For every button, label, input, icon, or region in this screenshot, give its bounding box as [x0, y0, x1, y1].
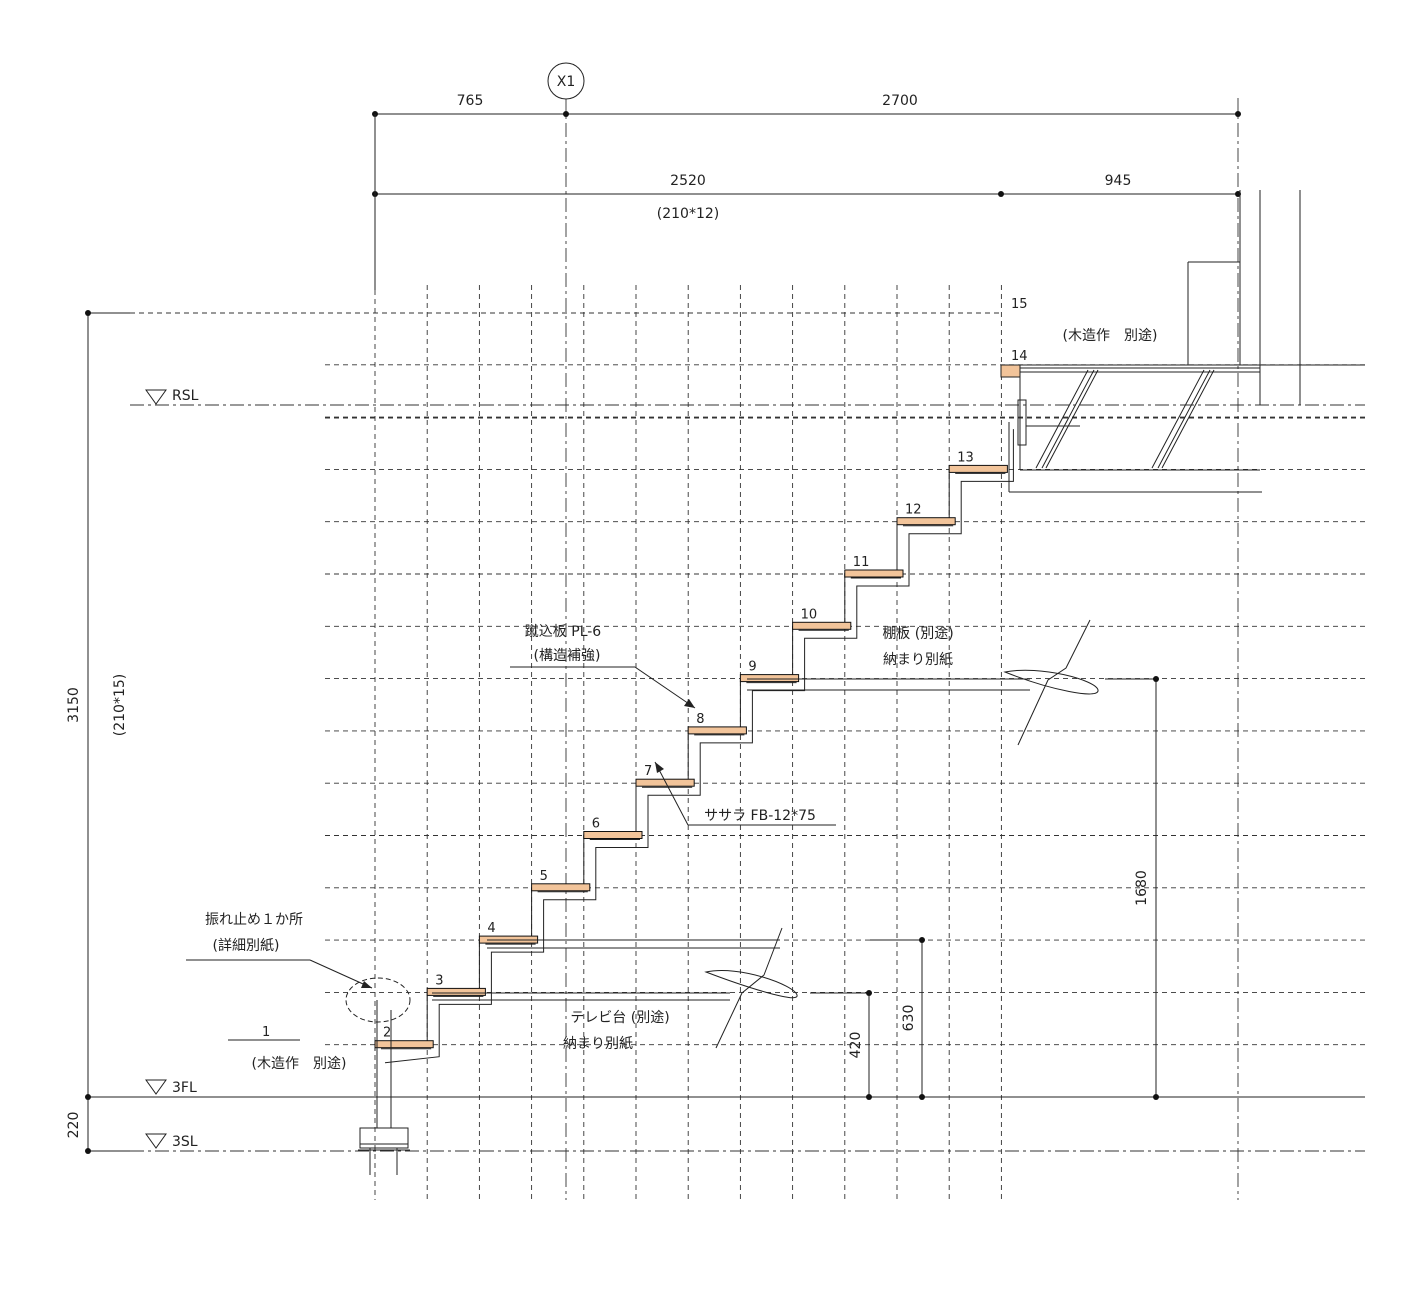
- step-number: 14: [1011, 349, 1028, 364]
- dim-210x15: (210*15): [112, 674, 128, 736]
- fl3-label: 3FL: [172, 1080, 197, 1096]
- svg-text:納まり別紙: 納まり別紙: [563, 1036, 633, 1052]
- svg-text:振れ止め１か所: 振れ止め１か所: [205, 912, 303, 928]
- step-number: 4: [487, 921, 495, 936]
- dim-2700: 2700: [882, 93, 918, 109]
- step-number: 9: [748, 660, 756, 675]
- x1-grid-bubble: X1: [547, 62, 585, 100]
- svg-text:(構造補強): (構造補強): [534, 648, 601, 664]
- shelf-height-dimensions: 420 630 1680: [848, 676, 1159, 1100]
- svg-text:蹴込板 PL-6: 蹴込板 PL-6: [525, 624, 601, 640]
- dim-220: 220: [66, 1112, 82, 1139]
- stair-tread: [531, 883, 591, 892]
- brace-note: 振れ止め１か所 (詳細別紙): [186, 912, 373, 989]
- sl3-label: 3SL: [172, 1134, 198, 1150]
- stair-tread: [426, 987, 486, 996]
- stringer-note: ササラ FB-12*75: [654, 761, 836, 826]
- shelf-board: [747, 619, 1156, 746]
- step-numbers: 2 3 4 5 6 7 8 9 10 11 12 13 1 14 15: [262, 297, 1028, 1041]
- step-number: 15: [1011, 297, 1028, 312]
- brace-detail-ellipse: [345, 977, 411, 1023]
- svg-text:ササラ FB-12*75: ササラ FB-12*75: [704, 808, 816, 824]
- stair-tread: [635, 778, 695, 787]
- note-wood-top: (木造作 別途): [1063, 327, 1158, 344]
- dim-210x12: (210*12): [657, 206, 719, 222]
- stair-tread: [739, 674, 800, 683]
- svg-text:テレビ台 (別途): テレビ台 (別途): [570, 1009, 669, 1026]
- svg-text:(詳細別紙): (詳細別紙): [213, 938, 280, 954]
- step-number: 5: [540, 869, 548, 884]
- step-number: 1: [262, 1025, 270, 1040]
- stringer-bottom-edge: [384, 429, 1014, 1064]
- x1-label: X1: [557, 74, 576, 90]
- step-number: 10: [801, 607, 818, 622]
- stair-tread: [792, 621, 852, 630]
- wood-bottom-note: (木造作 別途): [228, 1039, 347, 1072]
- tv-note: テレビ台 (別途) 納まり別紙: [563, 1009, 670, 1052]
- stair-tread: [583, 831, 643, 839]
- dim-630: 630: [901, 1005, 917, 1032]
- upper-landing: [1000, 190, 1365, 493]
- dim-945: 945: [1105, 173, 1132, 189]
- dim-765: 765: [457, 93, 484, 109]
- step-number: 11: [853, 555, 870, 570]
- top-dimension-row: 765 2700: [372, 93, 1241, 117]
- fl3-level: 3FL: [130, 1079, 1365, 1098]
- step-number: 6: [592, 817, 600, 832]
- svg-text:納まり別紙: 納まり別紙: [883, 652, 953, 668]
- stair-tread: [896, 517, 956, 526]
- stair-tread: [948, 464, 1008, 473]
- dim-3150: 3150: [66, 687, 82, 723]
- svg-text:棚板 (別途): 棚板 (別途): [882, 625, 953, 642]
- rsl-level: RSL: [130, 388, 1365, 406]
- dim-1680: 1680: [1134, 870, 1150, 906]
- shelf-note: 棚板 (別途) 納まり別紙: [882, 625, 953, 668]
- tv-stand: [432, 927, 922, 1049]
- sl3-level: 3SL: [130, 1133, 1365, 1152]
- svg-text:(木造作 別途): (木造作 別途): [252, 1055, 347, 1072]
- bottom-post: [358, 1000, 410, 1175]
- step-number: 2: [383, 1026, 391, 1041]
- left-height-dimension: 3150 (210*15) 220: [66, 310, 130, 1154]
- step-number: 3: [435, 973, 443, 988]
- riser-note: 蹴込板 PL-6 (構造補強): [510, 624, 696, 709]
- stair-tread: [687, 726, 747, 735]
- step-number: 12: [905, 503, 922, 518]
- rsl-label: RSL: [172, 388, 199, 404]
- step-number: 13: [957, 450, 974, 465]
- stair-treads: [374, 464, 1008, 1050]
- stair-tread: [844, 569, 904, 578]
- second-dimension-row: 2520 (210*12) 945: [372, 173, 1241, 222]
- dim-420: 420: [848, 1032, 864, 1059]
- stair-tread: [374, 1040, 434, 1049]
- dim-2520: 2520: [670, 173, 706, 189]
- step-number: 7: [644, 764, 652, 779]
- step-number: 8: [696, 712, 704, 727]
